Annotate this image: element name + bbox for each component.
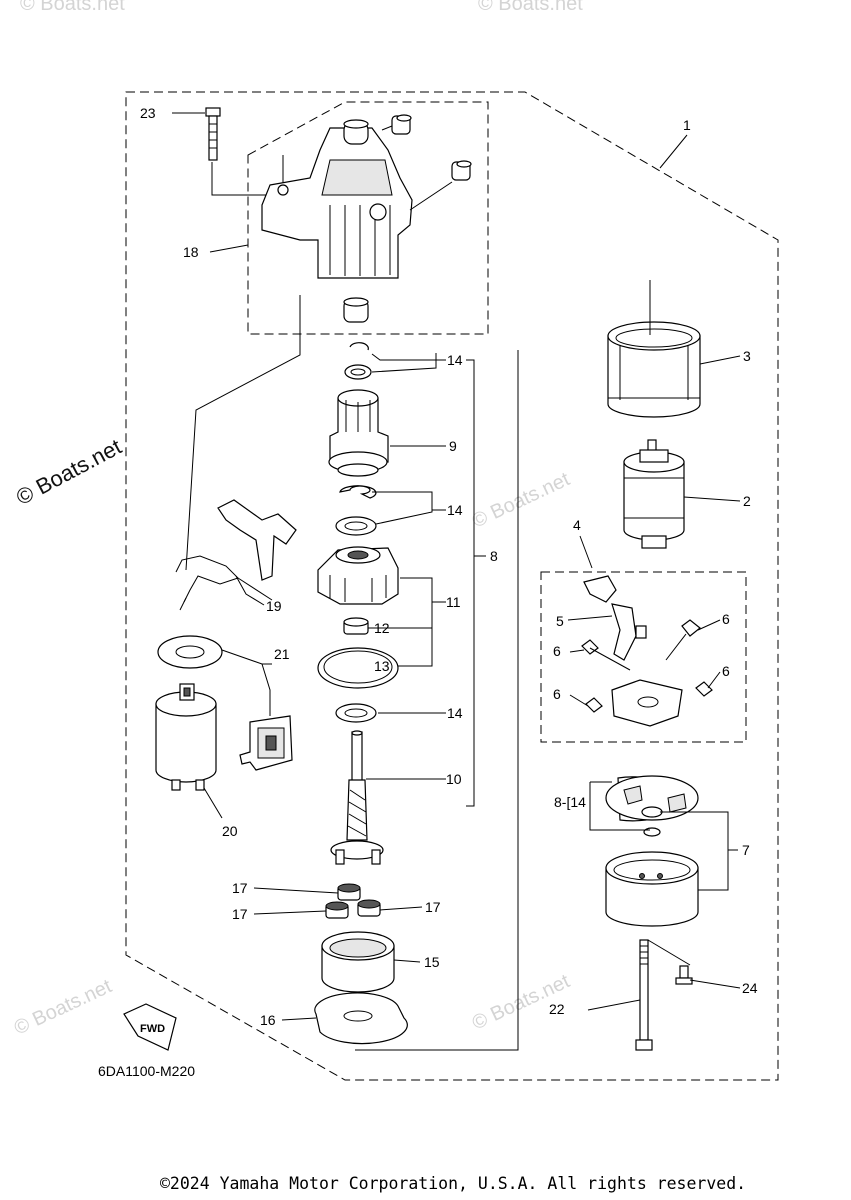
callout-6: 6	[553, 643, 561, 659]
solenoid-20	[155, 683, 217, 791]
callout-19: 19	[266, 598, 282, 614]
watermark-group: © Boats.net © Boats.net © Boats.net © Bo…	[11, 0, 583, 1040]
plate-16	[314, 992, 408, 1045]
callout-11: 11	[446, 594, 461, 610]
screw-24	[675, 965, 693, 985]
assembly-boundary	[125, 91, 779, 1081]
callout-4: 4	[573, 517, 581, 533]
callout-17: 17	[232, 906, 248, 922]
internal-gear-15	[321, 931, 395, 993]
solenoid-cover-boundary	[247, 101, 489, 335]
cover-18	[261, 114, 472, 323]
through-bolt-22	[635, 939, 653, 1051]
callout-14: 14	[447, 502, 463, 518]
brush-holder-4	[581, 575, 713, 727]
brush-plate-8	[605, 775, 699, 837]
lever-19	[175, 499, 297, 611]
pinion-9	[328, 389, 389, 477]
leader-lines	[172, 112, 741, 1051]
callout-10: 10	[446, 771, 462, 787]
armature-2	[623, 439, 685, 549]
front-cover-11	[317, 546, 399, 605]
callout-3: 3	[743, 348, 751, 364]
callout-labels: 23 18 1 3 2 4 5 6 6 6 6 8-[14 7 24 22 14…	[140, 105, 758, 1028]
callout-18: 18	[183, 244, 199, 260]
gasket-21	[157, 635, 293, 771]
callout-6: 6	[722, 663, 730, 679]
callout-2: 2	[743, 493, 751, 509]
callout-23: 23	[140, 105, 156, 121]
callout-6: 6	[722, 611, 730, 627]
callout-16: 16	[260, 1012, 276, 1028]
bearing-12	[343, 617, 369, 635]
ring-13	[317, 647, 399, 689]
callout-8-14: 8-[14	[554, 794, 586, 810]
watermark: © Boats.net	[20, 0, 125, 15]
callout-22: 22	[549, 1001, 565, 1017]
planet-gears-17	[325, 883, 381, 919]
callout-17: 17	[425, 899, 441, 915]
fwd-arrow-icon: FWD	[123, 1003, 177, 1051]
washer-14c	[335, 703, 377, 723]
shaft-10	[330, 730, 384, 865]
fwd-label: FWD	[140, 1023, 165, 1035]
watermark: © Boats.net	[11, 975, 116, 1039]
copyright-notice: ©2024 Yamaha Motor Corporation, U.S.A. A…	[160, 1174, 747, 1193]
callout-6: 6	[553, 686, 561, 702]
callout-7: 7	[742, 842, 750, 858]
callout-13: 13	[374, 658, 390, 674]
callout-8: 8	[490, 548, 498, 564]
callout-17: 17	[232, 880, 248, 896]
callout-1: 1	[683, 117, 691, 133]
callout-14: 14	[447, 705, 463, 721]
callout-21: 21	[274, 646, 290, 662]
callout-12: 12	[374, 620, 390, 636]
watermark: © Boats.net	[478, 0, 583, 15]
end-cover-7	[605, 851, 699, 927]
callout-14: 14	[447, 352, 463, 368]
yoke-3	[607, 321, 701, 418]
callout-15: 15	[424, 954, 440, 970]
brush-holder-boundary	[540, 571, 747, 743]
circlip-washer-14a	[344, 342, 372, 380]
callout-24: 24	[742, 980, 758, 996]
drawing-code: 6DA1100-M220	[98, 1063, 196, 1079]
circlip-washer-14b	[335, 485, 377, 536]
callout-5: 5	[556, 613, 564, 629]
callout-20: 20	[222, 823, 238, 839]
callout-9: 9	[449, 438, 457, 454]
watermark: © Boats.net	[469, 468, 574, 532]
bolt-23	[205, 107, 284, 196]
